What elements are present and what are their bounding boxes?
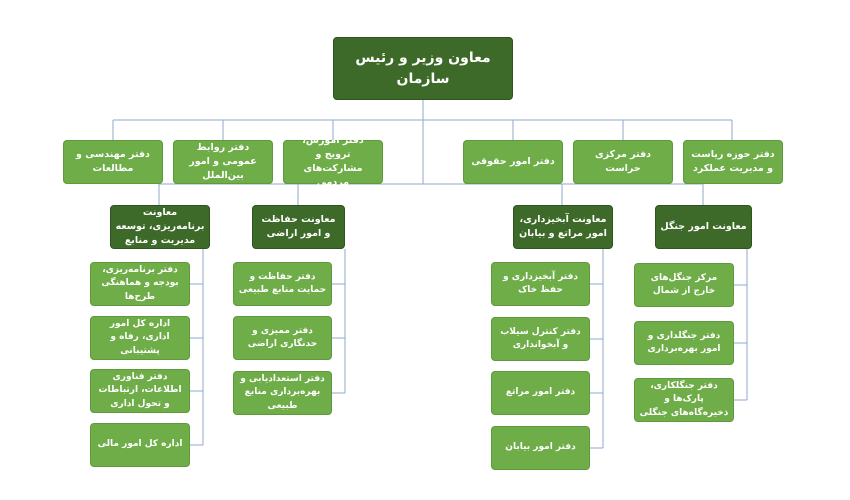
unit-watershed-soil: دفتر آبخیزداری و حفظ خاک	[491, 262, 590, 306]
unit-land-survey: دفتر ممیزی و حدنگاری اراضی	[233, 316, 332, 360]
unit-desert-affairs: دفتر امور بیابان	[491, 426, 590, 470]
unit-administrative-welfare: اداره کل امور اداری، رفاه و پشتیبانی	[90, 316, 190, 360]
unit-forestry-exploitation: دفتر جنگلداری و امور بهره‌برداری	[634, 321, 734, 365]
unit-rangeland-affairs: دفتر امور مراتع	[491, 371, 590, 415]
unit-flood-control-aquifer: دفتر کنترل سیلاب و آبخوانداری	[491, 317, 590, 361]
deputy-watershed-rangeland-desert: معاونت آبخیزداری، امور مراتع و بیابان	[513, 205, 613, 249]
unit-financial-affairs: اداره کل امور مالی	[90, 423, 190, 467]
unit-information-technology: دفتر فناوری اطلاعات، ارتباطات و تحول ادا…	[90, 369, 190, 413]
office-education-outreach: دفتر آموزش، ترویج و مشارکت‌های مردمی	[283, 135, 383, 188]
office-central-security: دفتر مرکزی حراست	[573, 140, 673, 184]
deputy-protection-land: معاونت حفاظت و امور اراضی	[252, 205, 345, 249]
office-engineering-studies: دفتر مهندسی و مطالعات	[63, 140, 163, 184]
unit-natural-resources-protection: دفتر حفاظت و حمایت منابع طبیعی	[233, 262, 332, 306]
office-legal-affairs: دفتر امور حقوقی	[463, 140, 563, 184]
chart-top-box: معاون وزیر و رئیس سازمان	[333, 37, 513, 100]
deputy-forest-affairs: معاونت امور جنگل	[655, 205, 752, 249]
unit-forests-outside-north: مرکز جنگل‌های خارج از شمال	[634, 263, 734, 307]
unit-planning-budget: دفتر برنامه‌ریزی، بودجه و هماهنگی طرح‌ها	[90, 262, 190, 306]
office-executive-performance: دفتر حوزه ریاست و مدیریت عملکرد	[683, 140, 783, 184]
unit-resources-exploitation: دفتر استعدادیابی و بهره‌برداری منابع طبی…	[233, 371, 332, 415]
deputy-planning-development: معاونت برنامه‌ریزی، توسعه مدیریت و منابع	[110, 205, 210, 249]
office-public-relations: دفتر روابط عمومی و امور بین‌الملل	[173, 140, 273, 184]
unit-afforestation-parks-reserves: دفتر جنگلکاری، پارک‌ها و ذخیره‌گاه‌های ج…	[634, 378, 734, 422]
